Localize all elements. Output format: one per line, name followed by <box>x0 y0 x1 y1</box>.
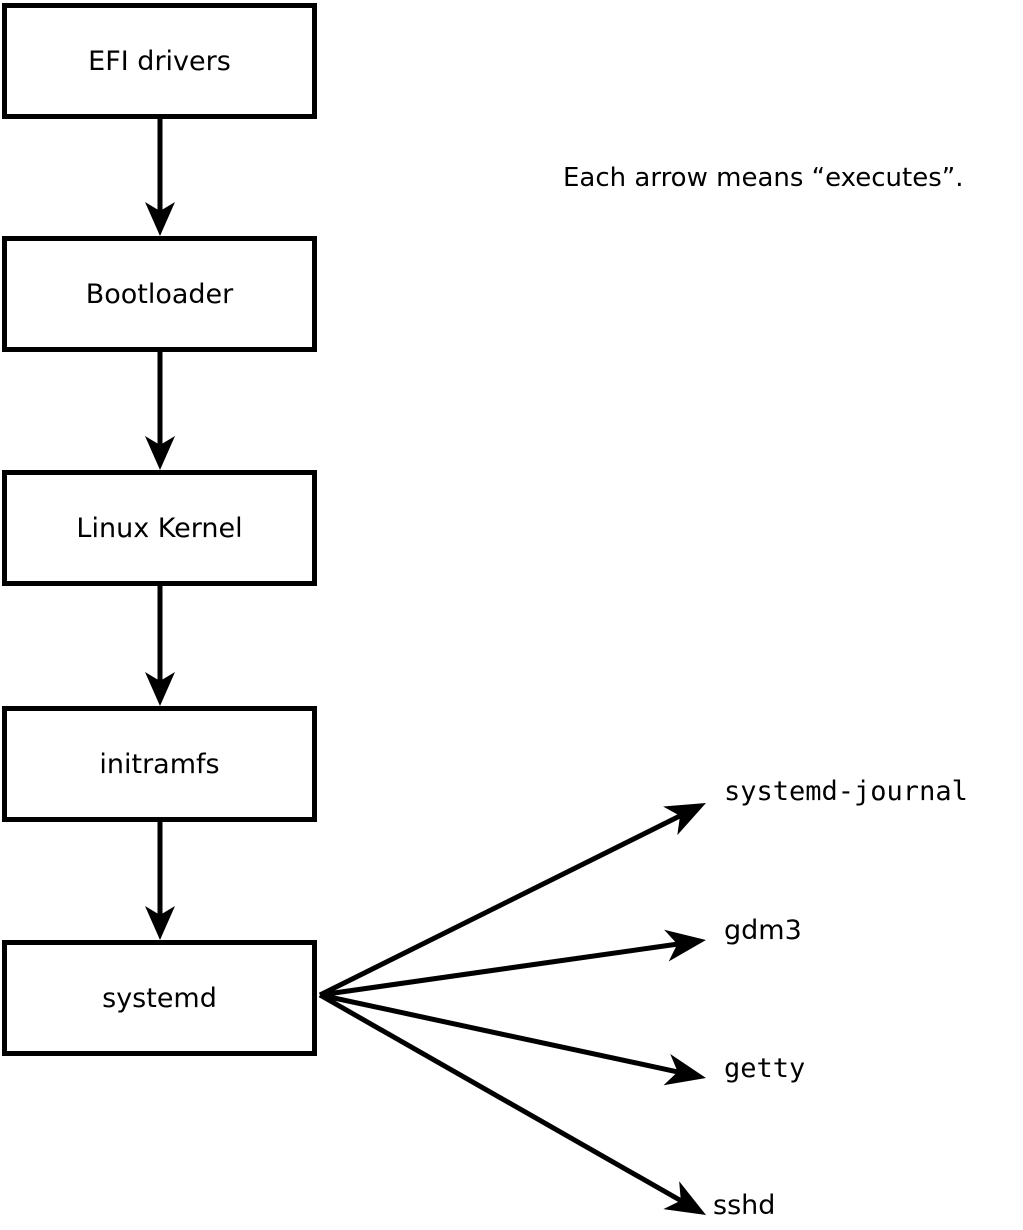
branch-label-sshd: sshd <box>713 1190 776 1221</box>
fan-arrow-head-sshd <box>663 1181 706 1215</box>
stage-box-systemd[interactable]: systemd <box>2 940 317 1056</box>
fan-arrow-head-gdm3 <box>664 929 706 962</box>
branch-label-systemd-journal: systemd-journal <box>724 776 968 807</box>
stage-box-bootloader[interactable]: Bootloader <box>2 236 317 352</box>
fan-arrow-line-sshd <box>318 992 683 1203</box>
stage-box-efi-drivers[interactable]: EFI drivers <box>2 3 317 119</box>
diagram-caption: Each arrow means “executes”. <box>563 163 964 193</box>
stage-label-efi-drivers: EFI drivers <box>88 45 231 77</box>
chain-arrow-head-linux-kernel-to-initramfs <box>145 672 175 706</box>
fan-arrow-group <box>318 803 706 1215</box>
chain-arrow-head-initramfs-to-systemd <box>145 906 175 940</box>
branch-label-getty: getty <box>724 1053 806 1084</box>
chain-arrow-head-efi-drivers-to-bootloader <box>145 202 175 236</box>
stage-label-systemd: systemd <box>102 982 217 1014</box>
fan-arrow-line-systemd-journal <box>318 813 682 998</box>
fan-arrow-head-getty <box>663 1053 706 1086</box>
stage-box-linux-kernel[interactable]: Linux Kernel <box>2 470 317 586</box>
fan-arrow-line-gdm3 <box>319 941 678 998</box>
branch-label-gdm3: gdm3 <box>724 915 802 946</box>
fan-arrow-head-systemd-journal <box>663 803 706 836</box>
stage-label-initramfs: initramfs <box>99 748 220 780</box>
stage-box-initramfs[interactable]: initramfs <box>2 706 317 822</box>
stage-label-linux-kernel: Linux Kernel <box>76 512 243 544</box>
chain-arrow-head-bootloader-to-linux-kernel <box>145 436 175 470</box>
fan-arrow-line-getty <box>319 992 679 1075</box>
stage-label-bootloader: Bootloader <box>85 278 234 310</box>
